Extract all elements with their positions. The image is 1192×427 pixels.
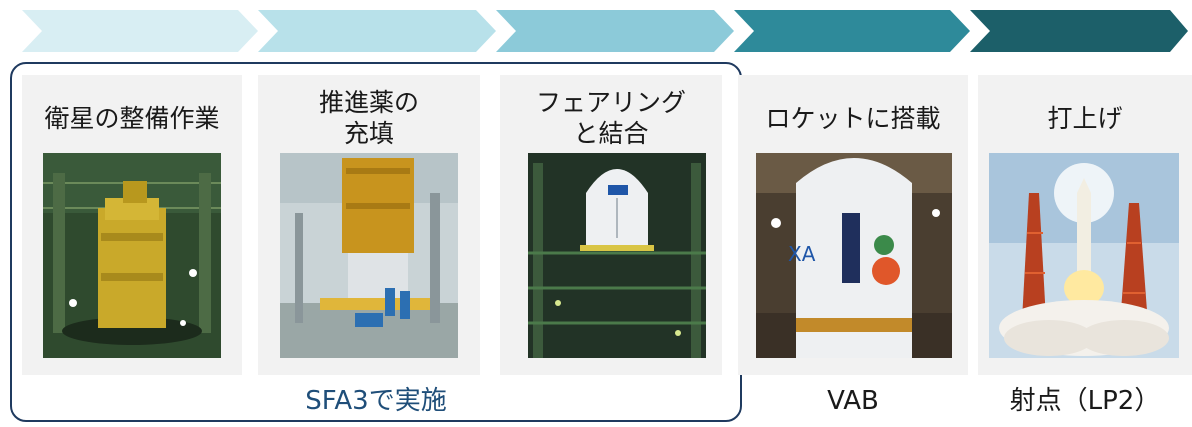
step-title: 打上げ [1047,104,1123,133]
process-arrow-3 [496,10,734,52]
step-title: 推進薬の 充填 [318,88,419,148]
step-title: ロケットに搭載 [765,104,941,133]
fairing-mating-photo [528,153,706,358]
step-card-propellant-loading: 推進薬の 充填 [258,75,480,375]
process-arrow-1 [22,10,258,52]
svg-text:XA: XA [788,242,816,266]
location-label-launch-pad: 射点（LP2） [1009,386,1161,416]
rocket-mounting-photo: XA [756,153,952,358]
step-card-launch: 打上げ [978,75,1192,375]
step-card-fairing-mating: フェアリング と結合 [500,75,722,375]
step-title: 衛星の整備作業 [44,104,220,133]
satellite-maintenance-photo [43,153,221,358]
process-arrow-4 [734,10,970,52]
process-arrow-bar [22,10,1188,52]
step-title: フェアリング と結合 [535,88,686,148]
propellant-loading-photo [280,153,458,358]
location-label-vab: VAB [827,386,879,416]
step-card-rocket-mounting: ロケットに搭載 XA [738,75,968,375]
location-label-sfa3: SFA3で実施 [305,386,447,416]
process-arrow-2 [258,10,496,52]
process-arrow-5 [970,10,1188,52]
step-card-satellite-maintenance: 衛星の整備作業 [22,75,242,375]
launch-photo [989,153,1179,358]
